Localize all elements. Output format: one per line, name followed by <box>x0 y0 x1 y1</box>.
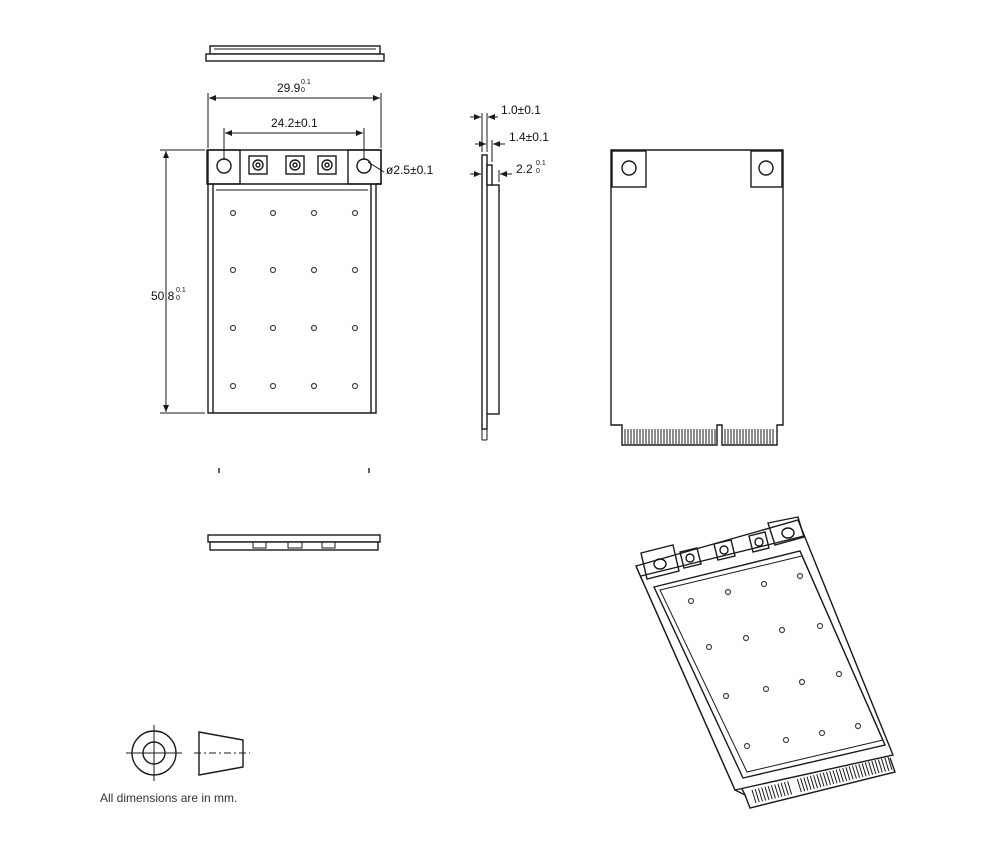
max-height-tol-lower: 0 <box>536 168 540 175</box>
units-note: All dimensions are in mm. <box>100 791 237 805</box>
connector-pin <box>816 774 822 788</box>
connector-pin <box>803 777 809 791</box>
dim-hole-spacing: 24.2±0.1 <box>223 116 365 160</box>
connector-pin <box>858 763 864 778</box>
connector-pin <box>780 782 786 797</box>
connector-pin <box>838 768 844 782</box>
overall-length-tol-lower: 0 <box>176 295 180 302</box>
connector-pin <box>783 781 789 796</box>
connector-pin <box>871 760 877 775</box>
dim-overall-length: 50.8 0.1 0 <box>151 149 205 414</box>
antenna-connector-icon <box>317 155 337 175</box>
connector-pin <box>887 756 893 771</box>
connector-pin <box>874 759 880 774</box>
connector-pin <box>777 783 783 797</box>
connector-pin <box>767 785 773 800</box>
antenna-connector-icon <box>748 531 770 553</box>
max-height-tol-upper: 0.1 <box>536 160 546 167</box>
connector-pin <box>774 784 780 798</box>
connector-pin <box>796 778 802 793</box>
overall-length-tol-upper: 0.1 <box>176 287 186 294</box>
hole-spacing-value: 24.2±0.1 <box>271 116 318 130</box>
connector-pin <box>751 789 757 804</box>
third-angle-projection-icon <box>126 725 250 781</box>
connector-pin <box>754 789 760 803</box>
dim-hole-diameter: ø2.5±0.1 <box>367 161 434 177</box>
connector-pin <box>826 771 831 786</box>
connector-pin <box>761 787 767 801</box>
dim-pcb-thickness: 1.0±0.1 <box>470 103 541 152</box>
connector-pin <box>864 762 870 776</box>
dim-shield-height: 1.4±0.1 <box>475 130 549 162</box>
antenna-connector-icon <box>248 155 268 175</box>
dim-overall-width: 29.9 0.1 0 <box>207 79 382 148</box>
connector-pin <box>758 788 763 802</box>
edge-connector-pins-left <box>624 429 716 444</box>
connector-pin <box>787 781 793 795</box>
shield-vent-dots <box>229 209 359 390</box>
connector-pin <box>829 770 835 785</box>
connector-pin <box>770 785 776 799</box>
connector-pin <box>845 767 851 781</box>
shield-height-value: 1.4±0.1 <box>509 130 549 144</box>
connector-pin <box>822 772 828 786</box>
connector-pin <box>855 764 861 779</box>
dim-max-height: 2.2 0.1 0 <box>470 160 546 182</box>
connector-pin <box>877 759 883 773</box>
max-height-value: 2.2 <box>516 162 533 176</box>
front-view <box>206 149 382 473</box>
connector-pin <box>881 758 886 772</box>
connector-pin <box>813 774 818 789</box>
connector-pin <box>809 775 815 790</box>
antenna-connector-icon <box>285 155 305 175</box>
back-view <box>610 149 784 446</box>
overall-width-tol-lower: 0 <box>301 87 305 94</box>
antenna-connector-icon <box>679 547 702 569</box>
top-edge-view <box>205 45 385 62</box>
connector-pin <box>848 766 854 780</box>
edge-connector-pins-iso <box>751 756 893 804</box>
overall-width-value: 29.9 <box>277 81 301 95</box>
hole-diameter-value: ø2.5±0.1 <box>386 163 434 177</box>
connector-pin <box>819 773 825 787</box>
pcb-thickness-value: 1.0±0.1 <box>501 103 541 117</box>
connector-pin <box>861 763 867 777</box>
connector-pin <box>851 765 857 779</box>
connector-pin <box>832 770 838 784</box>
antenna-connector-icon <box>713 539 736 561</box>
side-view <box>481 154 500 441</box>
connector-pin <box>764 786 770 801</box>
connector-pin <box>800 778 806 792</box>
connector-pin <box>842 767 848 782</box>
overall-length-value: 50.8 <box>151 289 175 303</box>
isometric-view <box>635 516 896 809</box>
edge-connector-pins-right <box>724 429 774 444</box>
overall-width-tol-upper: 0.1 <box>301 79 311 86</box>
connector-pin <box>806 776 812 790</box>
shield-vent-dots <box>687 572 862 750</box>
connector-pin <box>868 761 874 775</box>
connector-pin <box>884 757 890 771</box>
bottom-edge-view <box>207 534 381 551</box>
connector-pin <box>835 769 841 783</box>
